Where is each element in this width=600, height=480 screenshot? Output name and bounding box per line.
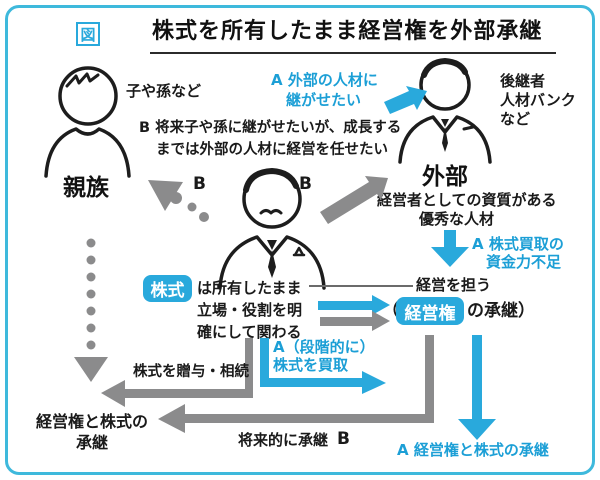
relatives-label: 親族 xyxy=(63,175,109,201)
shares-role-1: 立場・役割を明 xyxy=(197,301,303,319)
external-desc-2: 優秀な人材 xyxy=(419,210,495,228)
gift-label: 株式を贈与・相続 xyxy=(133,364,249,380)
arrow-buyout-right-icon xyxy=(260,338,386,394)
b-wish-line2: までは外部の人材に経営を任せたい xyxy=(156,142,388,158)
relatives-caption: 子や孫など xyxy=(126,82,202,100)
figure-title: 株式を所有したまま経営権を外部承継 xyxy=(152,19,543,44)
a-stepwise-line2: 株式を買取 xyxy=(273,356,349,374)
arrow-a-to-external-icon xyxy=(384,86,427,114)
owner-person-icon xyxy=(218,168,326,290)
arrow-cyan-right-icon xyxy=(318,295,390,315)
figure-badge: 図 xyxy=(76,22,100,46)
b-wish-line1: B 将来子や孫に継がせたいが、成長する xyxy=(139,120,402,136)
external-caption: 後継者 人材バンク など xyxy=(500,72,576,128)
arrow-cyan-down-long-icon xyxy=(458,335,496,440)
management-lead: 経営を担う xyxy=(416,276,492,294)
b-bottom-label: B xyxy=(337,429,350,449)
future-label: 将来的に承継 xyxy=(238,431,329,449)
figure-frame xyxy=(5,5,595,475)
external-label: 外部 xyxy=(422,164,468,190)
a-funds-line1: A 株式買取の xyxy=(472,235,564,253)
external-desc-1: 経営者としての資質がある xyxy=(377,191,557,209)
b-right-label: B xyxy=(299,174,312,194)
arrow-b-to-relatives-icon xyxy=(148,180,209,222)
arrow-cyan-down-small-icon xyxy=(431,230,469,267)
arrow-gray-right-icon xyxy=(320,311,390,331)
a-bottom-label: A 経営権と株式の承継 xyxy=(397,441,549,459)
connector-line xyxy=(309,285,413,287)
management-badge: 経営権 xyxy=(396,297,464,325)
a-funds-line2: 資金力不足 xyxy=(486,253,562,271)
succession-result: 経営権と株式の 承継 xyxy=(35,412,148,452)
shares-keep: は所有したまま xyxy=(197,279,302,297)
relatives-person-icon xyxy=(44,66,131,178)
title-underline xyxy=(150,52,556,54)
a-pass-external-line1: A 外部の人材に xyxy=(271,71,378,89)
arrow-b-to-external-icon xyxy=(320,176,388,224)
paren-open: （ xyxy=(382,301,399,321)
shares-badge: 株式 xyxy=(143,275,192,302)
arrow-dotted-down-icon xyxy=(74,238,108,382)
external-person-icon xyxy=(398,58,492,164)
paren-close: の承継） xyxy=(467,301,535,321)
arrow-gift-left-icon xyxy=(101,338,253,407)
a-stepwise-line1: A（段階的に） xyxy=(273,338,375,356)
a-pass-external-line2: 継がせたい xyxy=(286,91,362,109)
b-left-label: B xyxy=(193,174,206,194)
shares-role-2: 確にして関わる xyxy=(197,323,302,341)
arrow-future-left-icon xyxy=(158,335,434,433)
